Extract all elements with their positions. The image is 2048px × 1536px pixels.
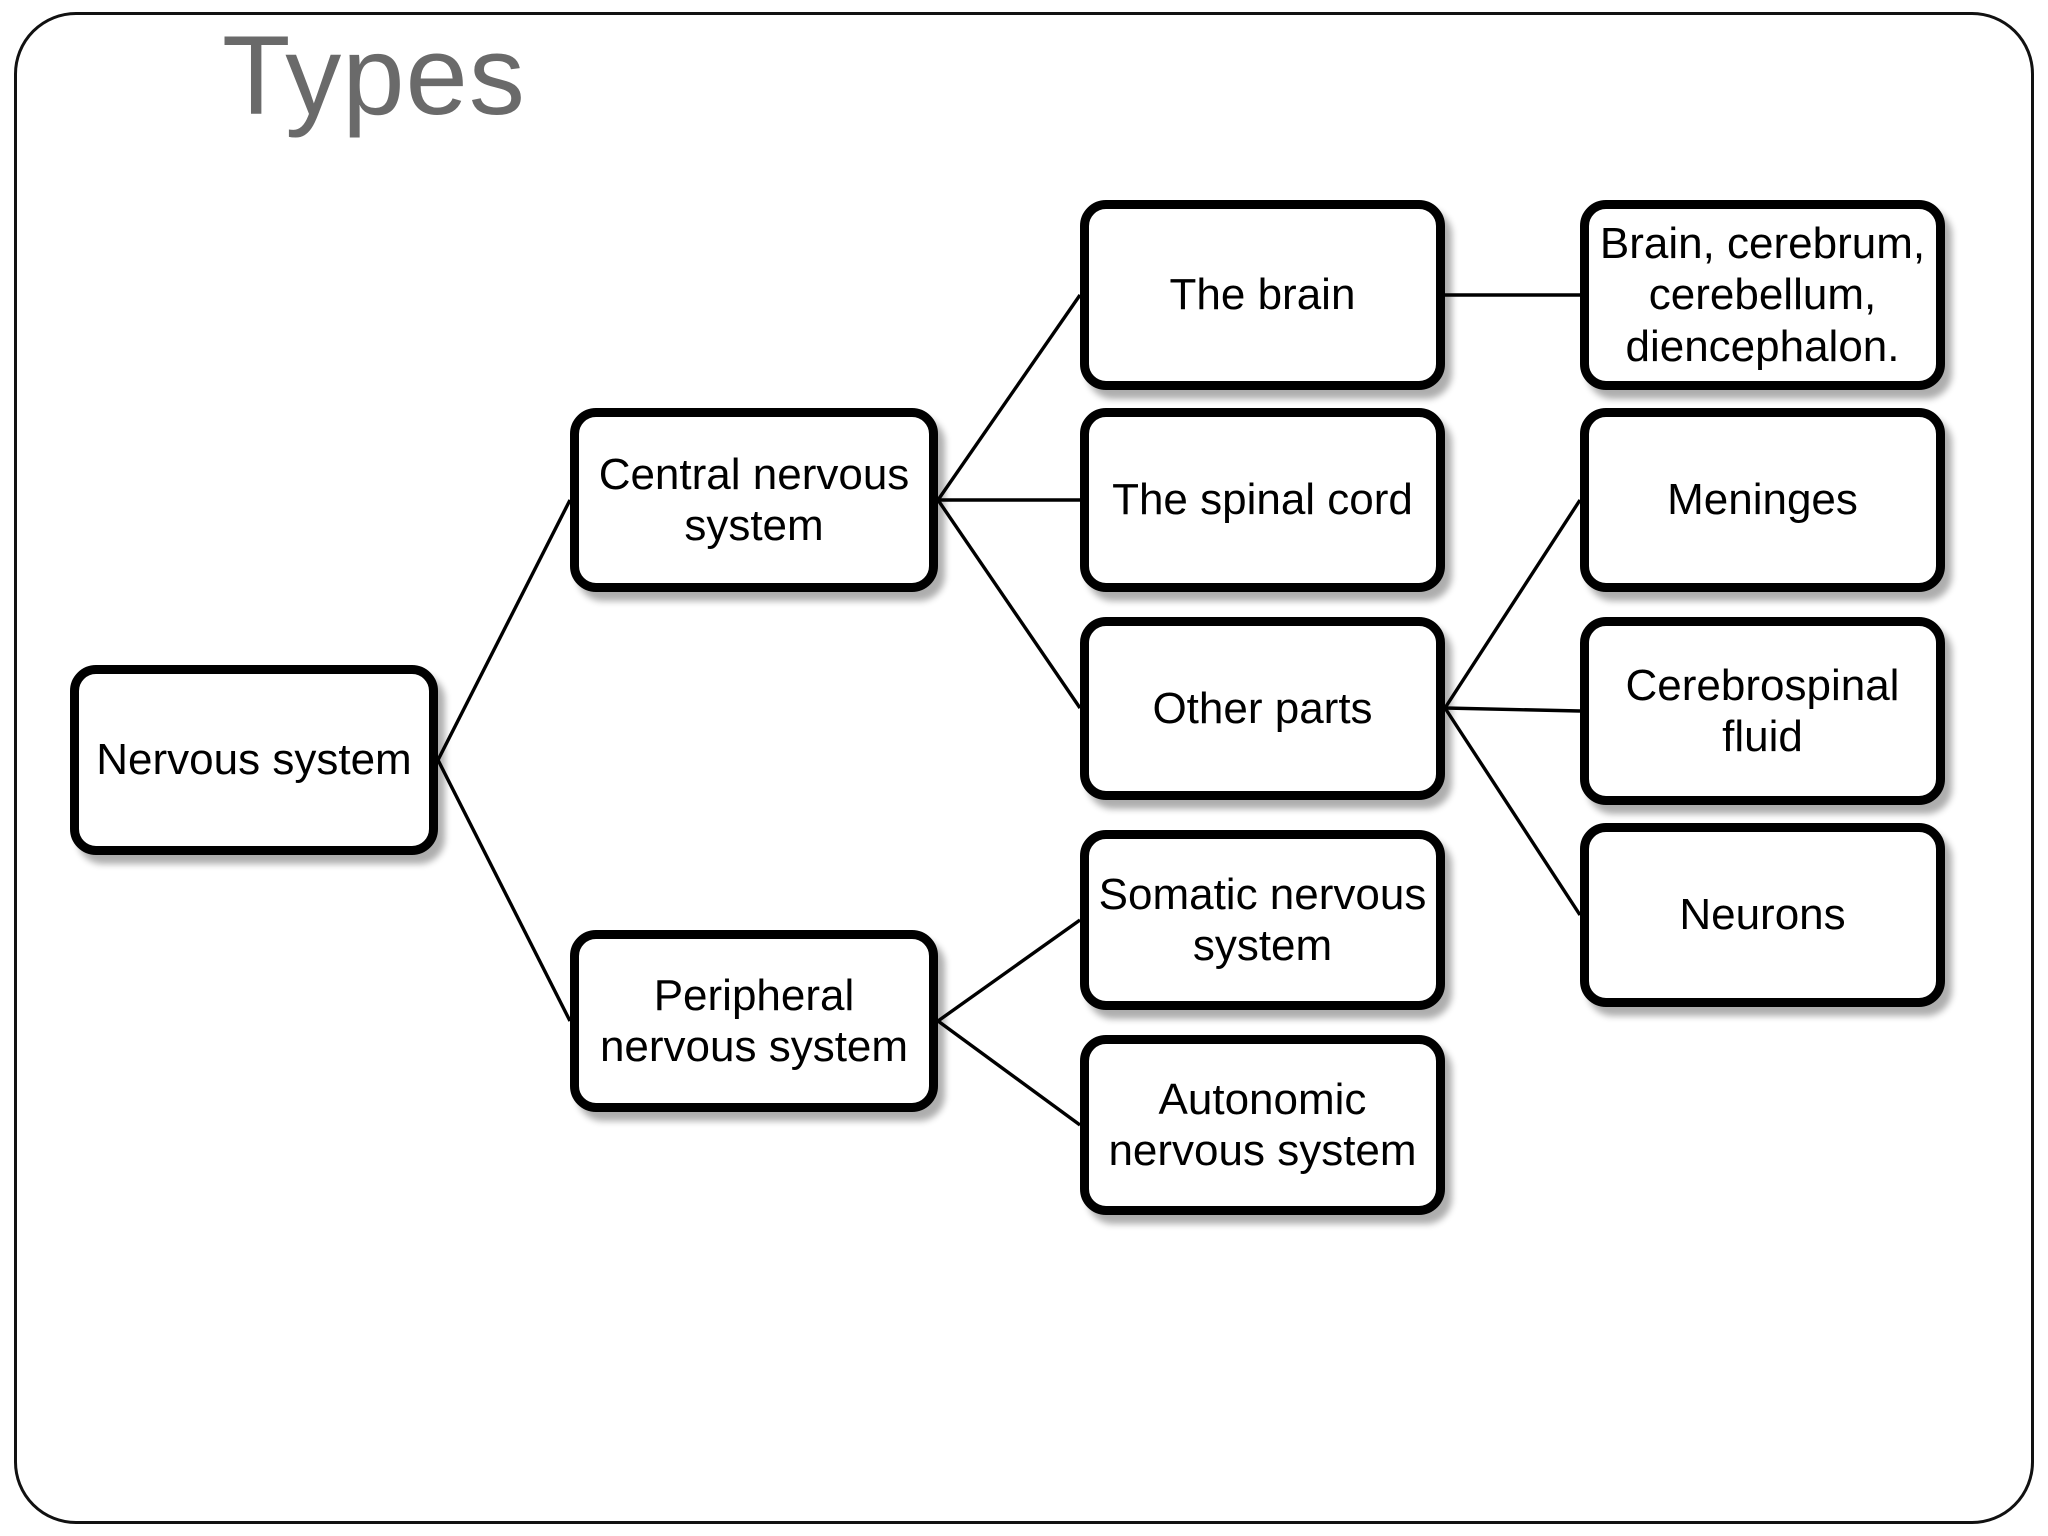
node-brain-structures: Brain, cerebrum, cerebellum, diencephalo… <box>1580 200 1945 390</box>
connector-other-csf <box>1444 706 1581 713</box>
node-label: Central nervous system <box>598 449 910 550</box>
node-label: Somatic nervous system <box>1098 869 1427 970</box>
node-label: Meninges <box>1667 475 1858 525</box>
node-central-nervous-system: Central nervous system <box>570 408 938 592</box>
node-label: Other parts <box>1152 683 1373 733</box>
connector-peripheral-somatic <box>937 918 1081 1023</box>
connector-other-meninges <box>1443 499 1582 709</box>
slide-title: Types <box>222 13 526 138</box>
node-label: The brain <box>1169 270 1356 320</box>
node-label: Autonomic nervous system <box>1108 1074 1417 1175</box>
node-meninges: Meninges <box>1580 408 1945 592</box>
node-cerebrospinal-fluid: Cerebrospinal fluid <box>1580 617 1945 805</box>
node-label: Cerebrospinal fluid <box>1625 660 1900 761</box>
node-somatic-nervous-system: Somatic nervous system <box>1080 830 1445 1010</box>
node-label: Nervous system <box>96 735 412 785</box>
node-neurons: Neurons <box>1580 823 1945 1007</box>
connector-root-central <box>436 499 572 761</box>
node-the-brain: The brain <box>1080 200 1445 390</box>
node-other-parts: Other parts <box>1080 617 1445 800</box>
connector-central-other <box>936 499 1082 709</box>
connector-other-neurons <box>1443 707 1582 916</box>
slide-border <box>14 12 2034 1524</box>
connector-peripheral-autonomic <box>936 1019 1082 1127</box>
node-label: Neurons <box>1679 890 1846 940</box>
connector-root-peripheral <box>436 759 572 1022</box>
node-nervous-system: Nervous system <box>70 665 438 855</box>
node-the-spinal-cord: The spinal cord <box>1080 408 1445 592</box>
node-label: The spinal cord <box>1112 475 1413 525</box>
node-label: Peripheral nervous system <box>599 970 909 1071</box>
connector-central-brain <box>936 294 1082 501</box>
node-peripheral-nervous-system: Peripheral nervous system <box>570 930 938 1112</box>
node-autonomic-nervous-system: Autonomic nervous system <box>1080 1035 1445 1215</box>
node-label: Brain, cerebrum, cerebellum, diencephalo… <box>1599 219 1926 371</box>
